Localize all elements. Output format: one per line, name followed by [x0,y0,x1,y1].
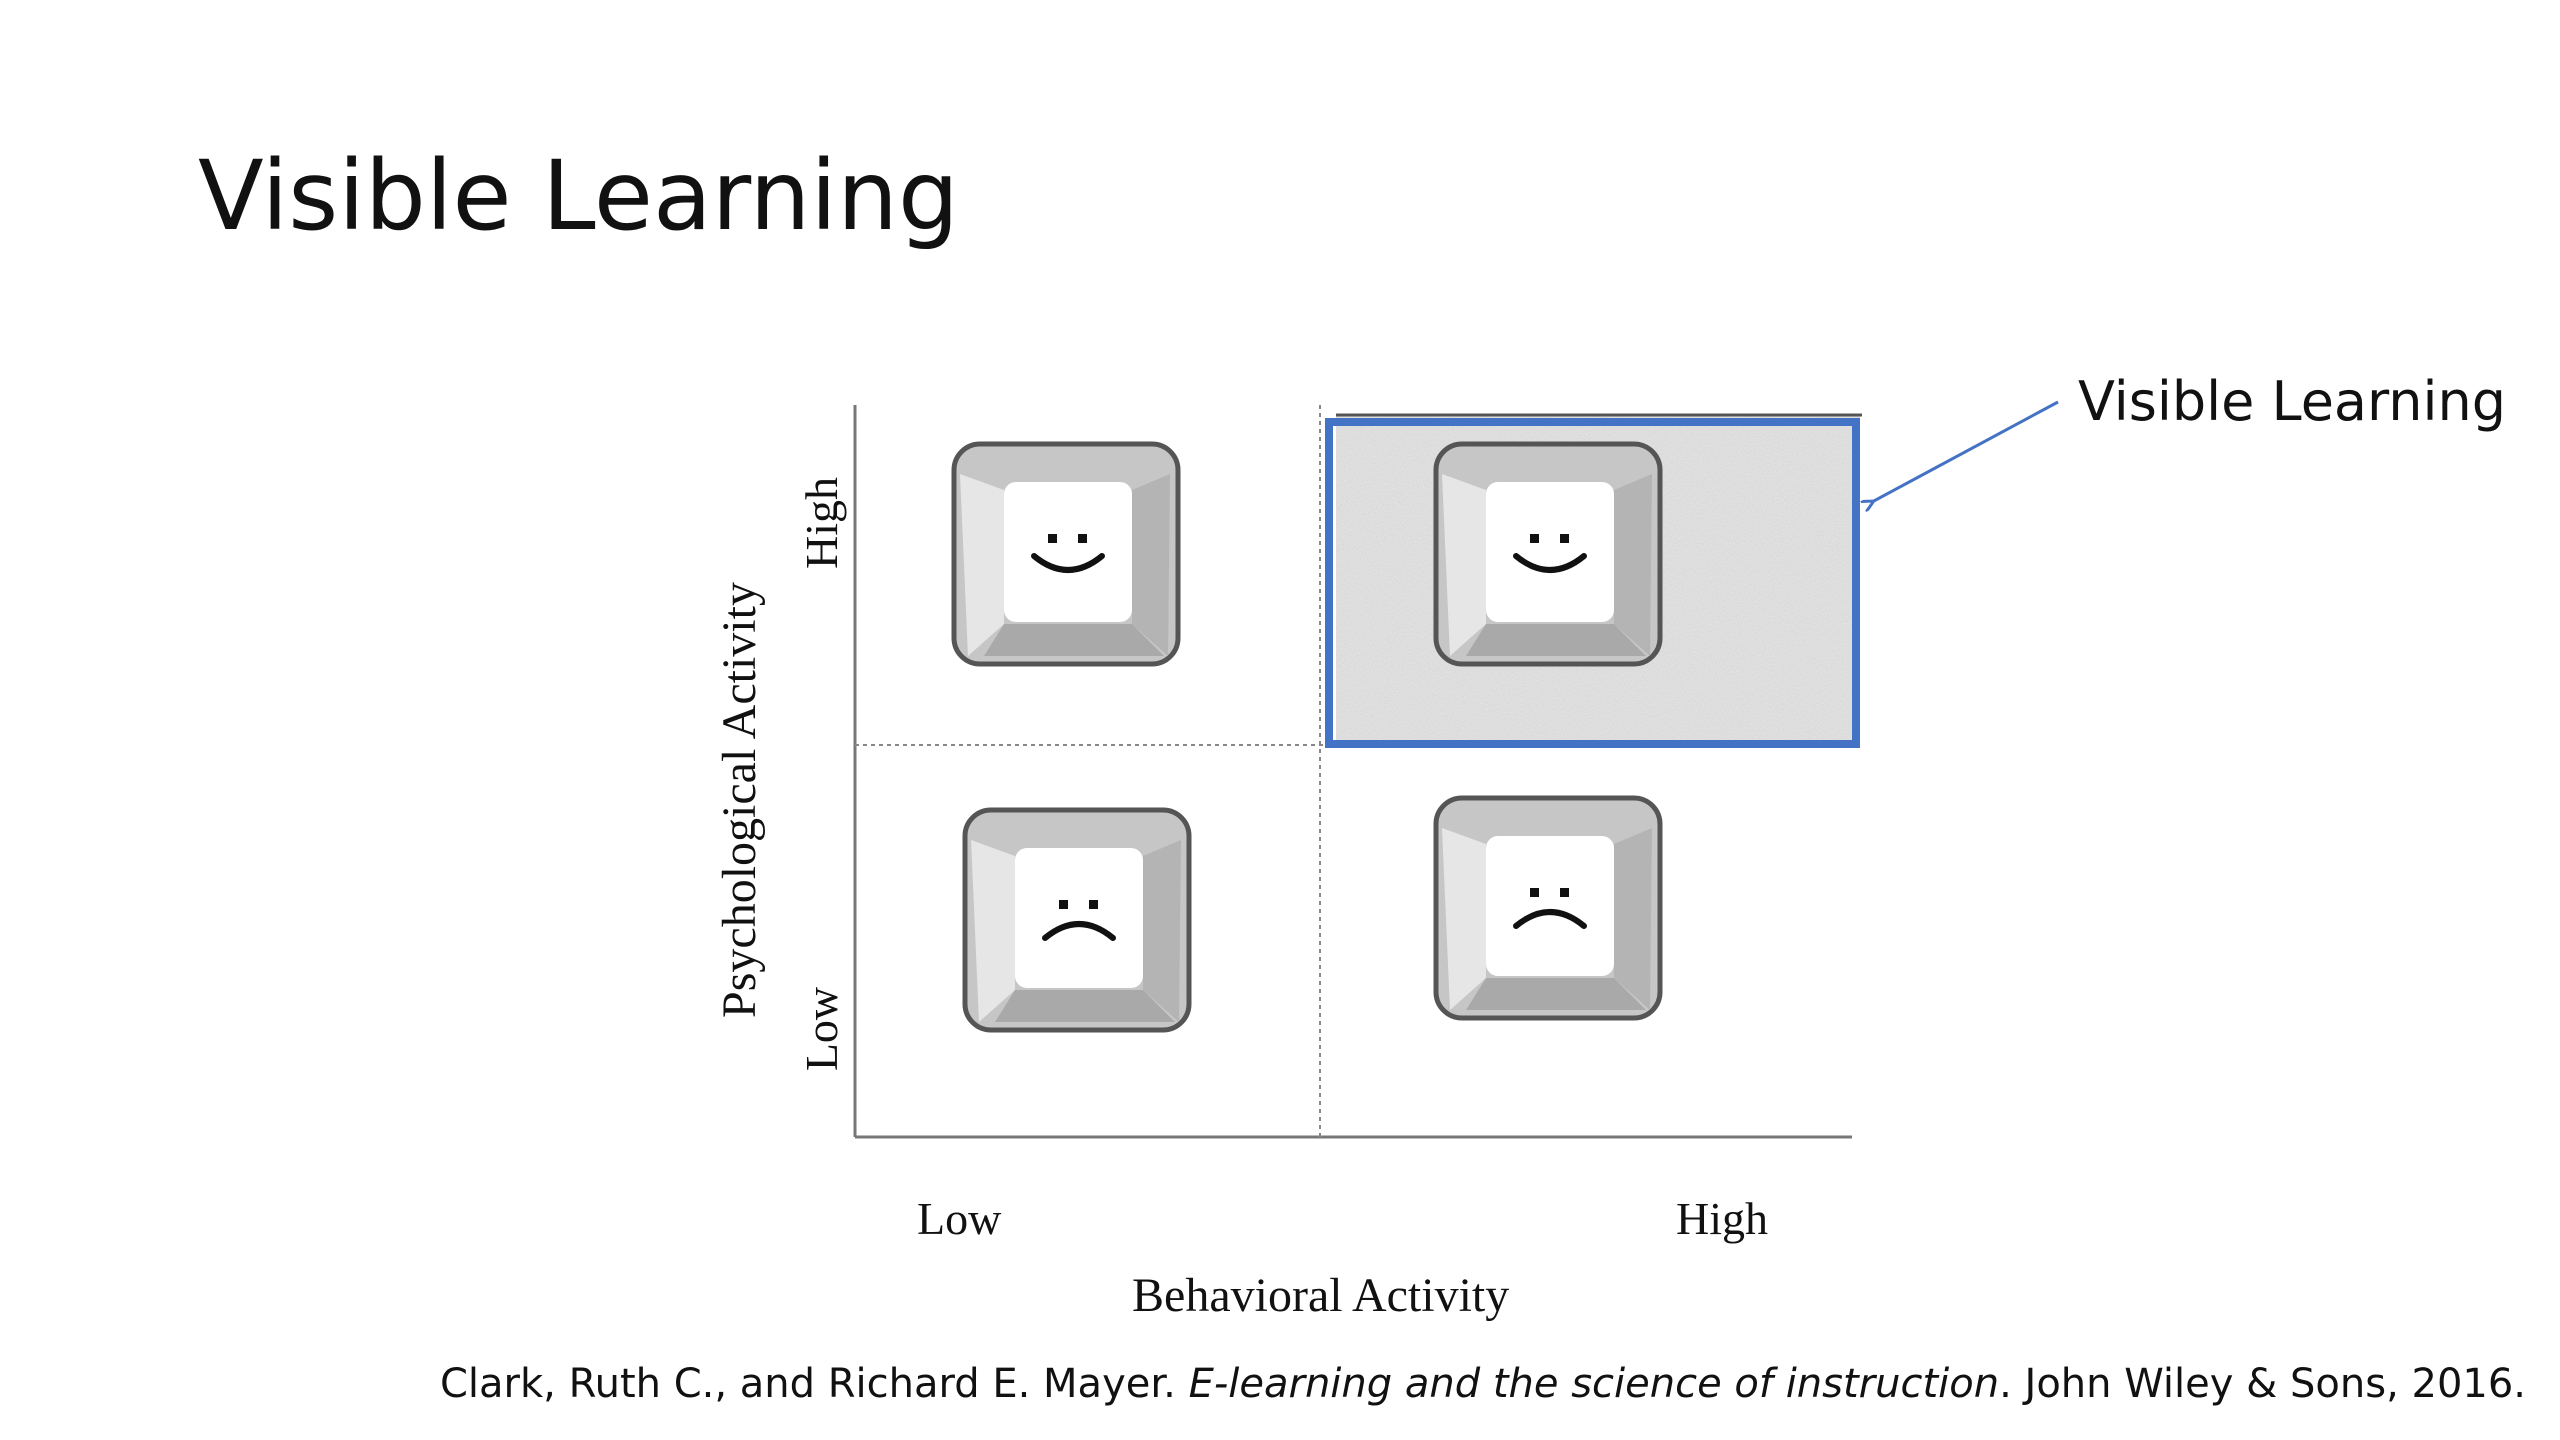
key-bevel-left [1442,828,1486,1010]
key-bevel-left [971,840,1015,1022]
key-bevel-right [1143,840,1181,1022]
citation-book-title: E-learning and the science of instructio… [1188,1361,2000,1407]
callout-label: Visible Learning [2078,370,2506,433]
key-bevel-right [1132,474,1170,656]
key-bevel-bottom [1466,978,1646,1010]
face-eye-right [1089,900,1098,909]
key-top [1486,482,1614,622]
key-frown-low-low [962,807,1192,1033]
key-bevel-bottom [984,624,1164,656]
face-eye-right [1560,534,1569,543]
citation-publisher: . John Wiley & Sons, 2016. [1999,1361,2527,1407]
key-top [1004,482,1132,622]
face-eye-left [1048,534,1057,543]
x-axis-title: Behavioral Activity [1132,1269,1510,1322]
y-axis-title: Psychological Activity [713,582,766,1018]
citation-authors: Clark, Ruth C., and Richard E. Mayer. [440,1361,1189,1407]
x-tick-low: Low [917,1193,1002,1244]
key-smile-low-high [951,441,1181,667]
key-top [1486,836,1614,976]
x-tick-high: High [1676,1193,1768,1244]
key-bevel-bottom [995,990,1175,1022]
slide-title: Visible Learning [198,140,959,252]
key-frown-high-low [1433,795,1663,1021]
face-eye-left [1059,900,1068,909]
smile-face-icon [1031,553,1105,573]
key-bevel-left [960,474,1004,656]
face-eye-right [1078,534,1087,543]
key-bevel-right [1614,474,1652,656]
key-top [1015,848,1143,988]
smile-face-icon [1513,553,1587,573]
frown-face-icon [1513,909,1587,929]
callout-arrow [1872,400,2059,502]
key-smile-high-high [1433,441,1663,667]
key-bevel-right [1614,828,1652,1010]
key-bevel-bottom [1466,624,1646,656]
face-eye-left [1530,534,1539,543]
y-tick-low: Low [796,986,847,1072]
visible-learning-highlight-box [1325,418,1860,748]
y-tick-high: High [796,477,847,569]
key-bevel-left [1442,474,1486,656]
face-eye-left [1530,888,1539,897]
citation: Clark, Ruth C., and Richard E. Mayer. E-… [440,1364,2526,1404]
face-eye-right [1560,888,1569,897]
frown-face-icon [1042,921,1116,941]
